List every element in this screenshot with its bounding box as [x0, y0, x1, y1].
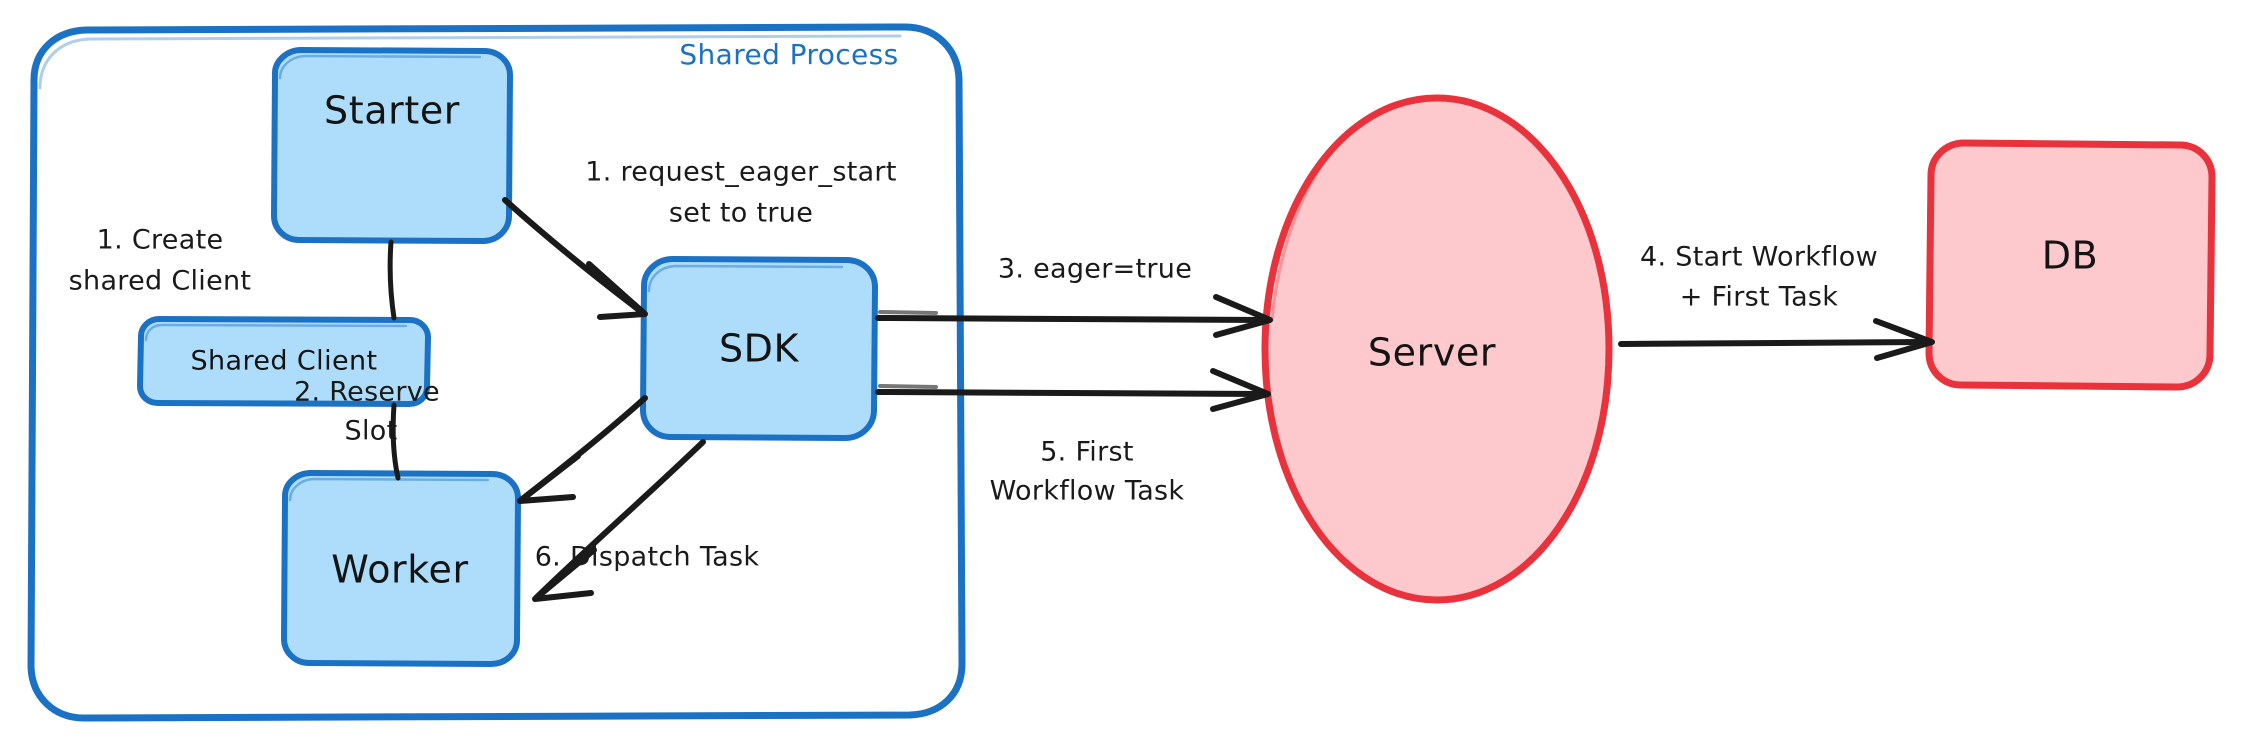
node-worker-border-sketch	[288, 477, 490, 502]
edge-start-workflow-label-line2: + First Task	[1680, 282, 1839, 313]
group-shared-process[interactable]: Shared Process	[27, 23, 966, 722]
node-sdk[interactable]: SDK	[640, 256, 878, 441]
edge-eager-true-line-sketch	[878, 310, 938, 315]
node-starter-label: Starter	[324, 89, 460, 133]
edge-request-eager-start-label-line2: set to true	[669, 198, 813, 229]
edge-create-shared-client-line	[387, 239, 397, 321]
edge-reserve-slot-label-line2: Slot	[345, 416, 398, 447]
edge-first-workflow-task[interactable]: 5. First Workflow Task	[875, 368, 1271, 507]
edge-first-workflow-task-label-line1: 5. First	[1040, 437, 1134, 468]
edge-create-shared-client-label-line2: shared Client	[69, 266, 252, 297]
edge-first-workflow-task-arrowhead	[1210, 368, 1271, 412]
node-shared-client-border-sketch	[144, 323, 408, 342]
edge-start-workflow-label-line1: 4. Start Workflow	[1640, 242, 1878, 273]
node-worker-border	[281, 470, 521, 667]
node-starter-border-sketch	[278, 54, 482, 80]
node-starter[interactable]: Starter	[271, 47, 513, 244]
node-starter-border	[271, 47, 513, 244]
node-db-border	[1925, 139, 2216, 391]
node-db-label: DB	[2042, 234, 2099, 278]
node-server-border-sketch	[1270, 100, 1402, 322]
edge-first-workflow-task-line	[875, 389, 1269, 397]
edge-request-eager-start[interactable]: 1. request_eager_start set to true	[502, 157, 897, 320]
edge-reserve-slot-label-line1: 2. Reserve	[294, 377, 440, 408]
edge-eager-true[interactable]: 3. eager=true	[875, 254, 1273, 338]
edge-create-shared-client-label-line1: 1. Create	[97, 225, 224, 256]
node-shared-client-fill	[140, 319, 428, 404]
node-shared-client-border	[137, 316, 431, 407]
edge-eager-true-line	[875, 315, 1271, 323]
edge-create-shared-client[interactable]: 1. Create shared Client	[69, 225, 397, 321]
edge-reserve-slot[interactable]: 2. Reserve Slot	[294, 377, 648, 504]
node-sdk-border	[640, 256, 878, 441]
group-label-shared-process: Shared Process	[679, 38, 898, 71]
node-sdk-border-sketch	[647, 264, 844, 293]
edge-request-eager-start-arrowhead	[586, 261, 648, 320]
edge-shared-client-worker-line	[390, 402, 401, 481]
node-sdk-fill	[643, 259, 875, 438]
edge-eager-true-label: 3. eager=true	[998, 254, 1192, 285]
node-server-label: Server	[1368, 331, 1496, 375]
edge-dispatch-task[interactable]: 6. Dispatch Task	[532, 439, 760, 602]
node-server-fill	[1265, 98, 1609, 600]
node-sdk-label: SDK	[719, 327, 800, 371]
shared-process-border	[27, 23, 966, 722]
shared-process-border-sketch	[38, 34, 902, 90]
node-server-border	[1261, 94, 1613, 604]
edge-request-eager-start-label-line1: 1. request_eager_start	[585, 157, 896, 188]
edge-dispatch-task-label: 6. Dispatch Task	[535, 542, 760, 573]
node-server[interactable]: Server	[1261, 94, 1613, 604]
edge-start-workflow-arrowhead	[1873, 318, 1935, 361]
node-db[interactable]: DB	[1925, 139, 2216, 391]
edge-reserve-slot-arrowhead	[517, 453, 581, 504]
node-starter-fill	[274, 50, 510, 241]
edge-first-workflow-task-line-sketch	[878, 384, 938, 389]
node-shared-client[interactable]: Shared Client	[137, 316, 431, 407]
node-worker-label: Worker	[331, 548, 468, 592]
edge-start-workflow-line	[1618, 339, 1933, 347]
node-shared-client-label: Shared Client	[190, 346, 377, 377]
edge-start-workflow[interactable]: 4. Start Workflow + First Task	[1618, 242, 1935, 361]
node-worker[interactable]: Worker	[281, 470, 521, 667]
node-db-fill	[1929, 143, 2212, 387]
edge-shared-client-worker[interactable]	[390, 402, 401, 481]
edge-dispatch-task-arrowhead	[532, 547, 597, 602]
edge-eager-true-arrowhead	[1213, 294, 1273, 338]
edge-first-workflow-task-label-line2: Workflow Task	[990, 476, 1185, 507]
node-worker-fill	[284, 473, 518, 664]
